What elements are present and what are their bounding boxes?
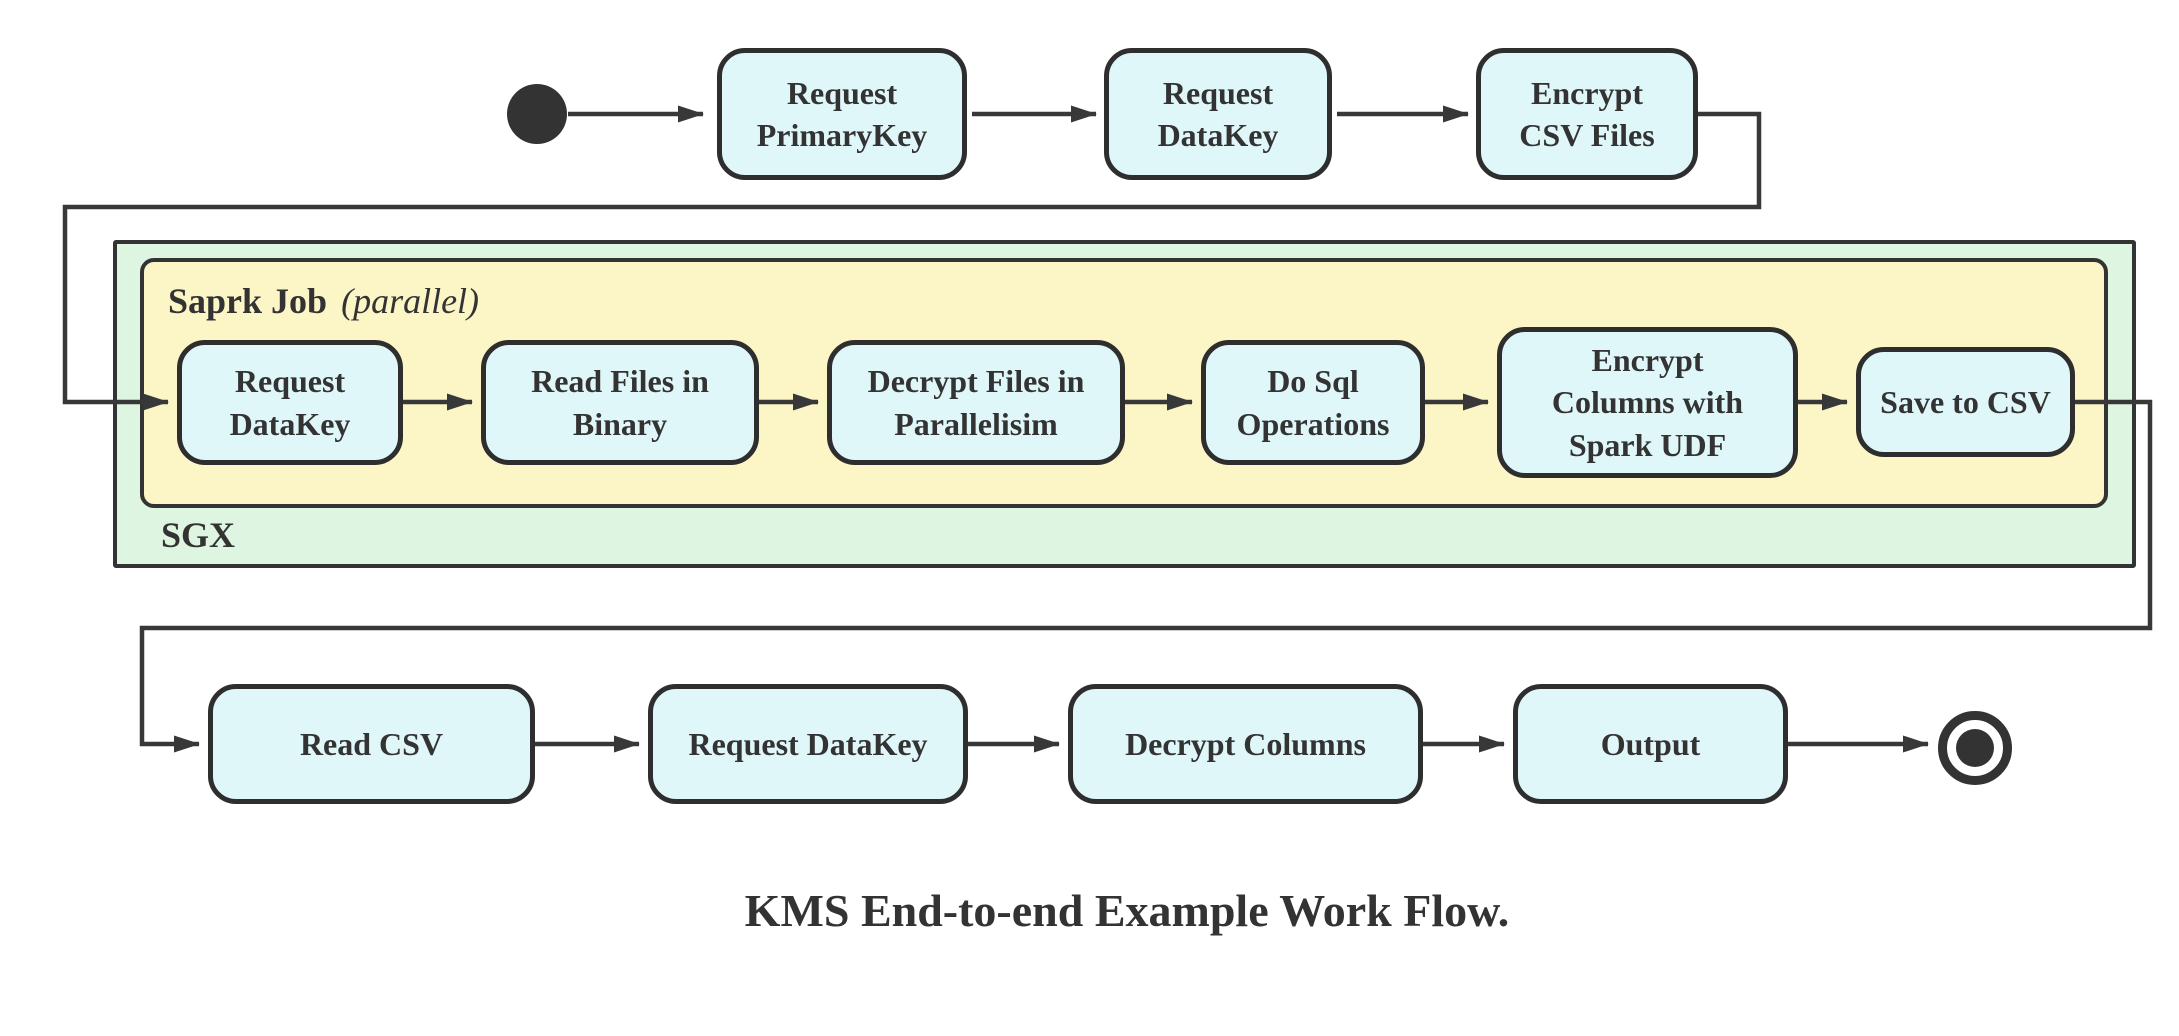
node-read-files-in-binary: Read Files in Binary bbox=[481, 340, 759, 465]
diagram-title: KMS End-to-end Example Work Flow. bbox=[744, 885, 1510, 936]
end-state-icon bbox=[1938, 711, 2012, 785]
spark-job-parallel-annotation: (parallel) bbox=[341, 281, 480, 321]
start-state-icon bbox=[507, 84, 567, 144]
node-encrypt-columns-with-spark-udf: Encrypt Columns with Spark UDF bbox=[1497, 327, 1798, 478]
node-decrypt-files-in-parallelisim: Decrypt Files in Parallelisim bbox=[827, 340, 1125, 465]
node-request-datakey-spark: Request DataKey bbox=[177, 340, 403, 465]
node-encrypt-csv-files: Encrypt CSV Files bbox=[1476, 48, 1698, 180]
spark-job-container-label: Saprk Job (parallel) bbox=[168, 280, 479, 322]
node-read-csv: Read CSV bbox=[208, 684, 535, 804]
node-save-to-csv: Save to CSV bbox=[1856, 347, 2075, 457]
node-request-datakey-bottom: Request DataKey bbox=[648, 684, 968, 804]
end-state-inner-dot bbox=[1956, 729, 1994, 767]
sgx-container-label: SGX bbox=[161, 515, 236, 555]
spark-job-label-text: Saprk Job bbox=[168, 281, 328, 321]
node-request-datakey-top: Request DataKey bbox=[1104, 48, 1332, 180]
node-do-sql-operations: Do Sql Operations bbox=[1201, 340, 1425, 465]
node-request-primarykey: Request PrimaryKey bbox=[717, 48, 967, 180]
node-output: Output bbox=[1513, 684, 1788, 804]
node-decrypt-columns: Decrypt Columns bbox=[1068, 684, 1423, 804]
